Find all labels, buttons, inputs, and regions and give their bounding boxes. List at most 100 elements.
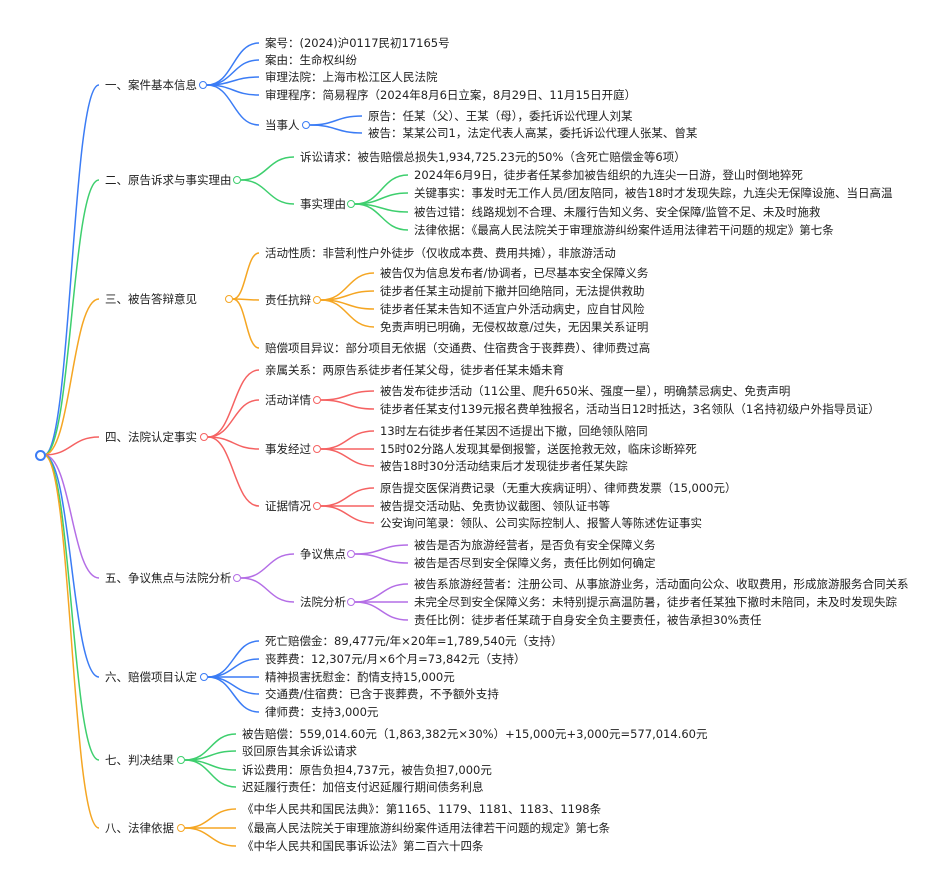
leaf: 交通费/住宿费：已含于丧葬费，不予额外支持 [265, 687, 499, 701]
branch-plaintiff-claims[interactable]: 二、原告诉求与事实理由 [105, 173, 232, 187]
connector-line [354, 583, 409, 603]
node-toggle[interactable] [313, 396, 321, 404]
leaf: 被告发布徒步活动（11公里、爬升650米、强度一星），明确禁忌病史、免责声明 [380, 384, 791, 398]
leaf: 2024年6月9日，徒步者任某参加被告组织的九连尖一日游，登山时倒地猝死 [414, 168, 803, 182]
node-toggle[interactable] [313, 502, 321, 510]
connector-line [207, 436, 260, 450]
branch-compensation[interactable]: 六、赔偿项目认定 [105, 670, 197, 684]
leaf: 诉讼费用：原告负担4,737元，被告负担7,000元 [242, 763, 492, 777]
connector-line [43, 454, 100, 829]
connector-line [184, 808, 237, 829]
leaf: 审理法院：上海市松江区人民法院 [265, 70, 438, 84]
node-facts[interactable]: 事实理由 [300, 197, 346, 211]
branch-toggle[interactable] [233, 574, 241, 582]
connector-line [43, 454, 100, 761]
node-parties[interactable]: 当事人 [265, 118, 300, 132]
connector-line [184, 759, 237, 788]
leaf: 案由：生命权纠纷 [265, 53, 357, 67]
leaf: 死亡赔偿金：89,477元/年×20年=1,789,540元（支持） [265, 634, 563, 648]
connector-line [43, 436, 100, 456]
branch-disputes[interactable]: 五、争议焦点与法院分析 [105, 571, 232, 585]
node-liability-defense[interactable]: 责任抗辩 [265, 293, 311, 307]
connector-line [206, 42, 260, 86]
node-toggle[interactable] [347, 598, 355, 606]
node-toggle[interactable] [302, 121, 310, 129]
leaf: 精神损害抚慰金：酌情支持15,000元 [265, 670, 455, 684]
root-node[interactable] [35, 450, 46, 461]
leaf: 被告赔偿：559,014.60元（1,863,382元×30%）+15,000元… [242, 727, 708, 741]
leaf: 徒步者任某主动提前下撤并回绝陪同，无法提供救助 [380, 284, 645, 298]
leaf: 原告：任某（父）、王某（母），委托诉讼代理人刘某 [368, 109, 633, 123]
connector-line [43, 179, 100, 456]
connector-line [207, 369, 260, 438]
leaf: 赔偿项目异议：部分项目无依据（交通费、住宿费含于丧葬费）、律师费过高 [265, 341, 651, 355]
leaf: 原告提交医保消费记录（无重大疾病证明）、律师费发票（15,000元） [380, 481, 737, 495]
branch-defense[interactable]: 三、被告答辩意见 [105, 292, 197, 306]
node-toggle[interactable] [313, 445, 321, 453]
leaf: 迟延履行责任：加倍支付迟延履行期间债务利息 [242, 780, 484, 794]
node-dispute-focus[interactable]: 争议焦点 [300, 547, 346, 561]
leaf: 案号：(2024)沪0117民初17165号 [265, 36, 450, 50]
connector-line [232, 298, 260, 301]
leaf: 驳回原告其余诉讼请求 [242, 744, 357, 758]
connector-line [207, 436, 260, 507]
branch-judgment[interactable]: 七、判决结果 [105, 753, 174, 767]
leaf: 被告过错：线路规划不合理、未履行告知义务、安全保障/监管不足、未及时施救 [414, 205, 821, 219]
connector-line [184, 827, 237, 847]
leaf: 公安询问笔录：领队、公司实际控制人、报警人等陈述佐证事实 [380, 516, 702, 530]
connector-line [320, 399, 375, 410]
branch-court-findings[interactable]: 四、法院认定事实 [105, 430, 197, 444]
branch-legal-basis[interactable]: 八、法律依据 [105, 821, 174, 835]
leaf: 徒步者任某未告知不适宜户外活动病史，应自甘风险 [380, 302, 645, 316]
connector-line [43, 454, 100, 579]
connector-line [207, 676, 260, 695]
branch-toggle[interactable] [177, 756, 185, 764]
node-activity-details[interactable]: 活动详情 [265, 393, 311, 407]
branch-toggle[interactable] [199, 81, 207, 89]
connector-line [43, 298, 100, 456]
leaf: 律师费：支持3,000元 [265, 705, 379, 719]
connector-line [240, 156, 295, 181]
node-toggle[interactable] [313, 296, 321, 304]
connector-line [354, 203, 409, 231]
leaf: 被告提交活动贴、免责协议截图、领队证书等 [380, 499, 610, 513]
leaf: 被告：某某公司1，法定代表人高某，委托诉讼代理人张某、曾某 [368, 126, 698, 140]
leaf: 13时左右徒步者任某因不适提出下撤，回绝领队陪同 [380, 424, 648, 438]
leaf: 15时02分路人发现其晕倒报警，送医抢救无效，临床诊断猝死 [380, 442, 697, 456]
connector-line [240, 179, 295, 205]
leaf: 丧葬费：12,307元/月×6个月=73,842元（支持） [265, 652, 526, 666]
connector-line [206, 84, 260, 126]
branch-toggle[interactable] [225, 295, 233, 303]
connector-line [240, 553, 295, 579]
connector-line [43, 84, 100, 456]
leaf: 活动性质：非营利性户外徒步（仅收成本费、费用共摊），非旅游活动 [265, 246, 616, 260]
connector-line [320, 390, 375, 401]
leaf: 关键事实：事发时无工作人员/团友陪同，被告18时才发现失踪，九连尖无保障设施、当… [414, 186, 893, 200]
branch-toggle[interactable] [200, 433, 208, 441]
connector-line [240, 577, 295, 603]
node-court-analysis[interactable]: 法院分析 [300, 595, 346, 609]
leaf: 徒步者任某支付139元报名费单独报名，活动当日12时抵达，3名领队（1名持初级户… [380, 402, 880, 416]
connector-line [320, 505, 375, 524]
connector-line [320, 448, 375, 467]
node-toggle[interactable] [347, 550, 355, 558]
node-incident[interactable]: 事发经过 [265, 442, 311, 456]
branch-toggle[interactable] [177, 824, 185, 832]
connector-line [354, 544, 409, 555]
node-toggle[interactable] [347, 200, 355, 208]
node-evidence[interactable]: 证据情况 [265, 499, 311, 513]
leaf: 被告系旅游经营者：注册公司、从事旅游业务，活动面向公众、收取费用，形成旅游服务合… [414, 577, 909, 591]
leaf: 审理程序：简易程序（2024年8月6日立案，8月29日、11月15日开庭） [265, 88, 637, 102]
connector-line [207, 676, 260, 713]
connector-line [309, 124, 363, 134]
branch-toggle[interactable] [233, 176, 241, 184]
connector-line [232, 298, 260, 349]
branch-case-info[interactable]: 一、案件基本信息 [105, 78, 197, 92]
leaf: 亲属关系：两原告系徒步者任某父母，徒步者任某未婚未育 [265, 363, 564, 377]
connector-line [354, 553, 409, 564]
leaf: 被告仅为信息发布者/协调者，已尽基本安全保障义务 [380, 266, 649, 280]
leaf: 责任比例：徒步者任某疏于自身安全负主要责任，被告承担30%责任 [414, 613, 762, 627]
branch-toggle[interactable] [200, 673, 208, 681]
connector-line [232, 252, 260, 300]
